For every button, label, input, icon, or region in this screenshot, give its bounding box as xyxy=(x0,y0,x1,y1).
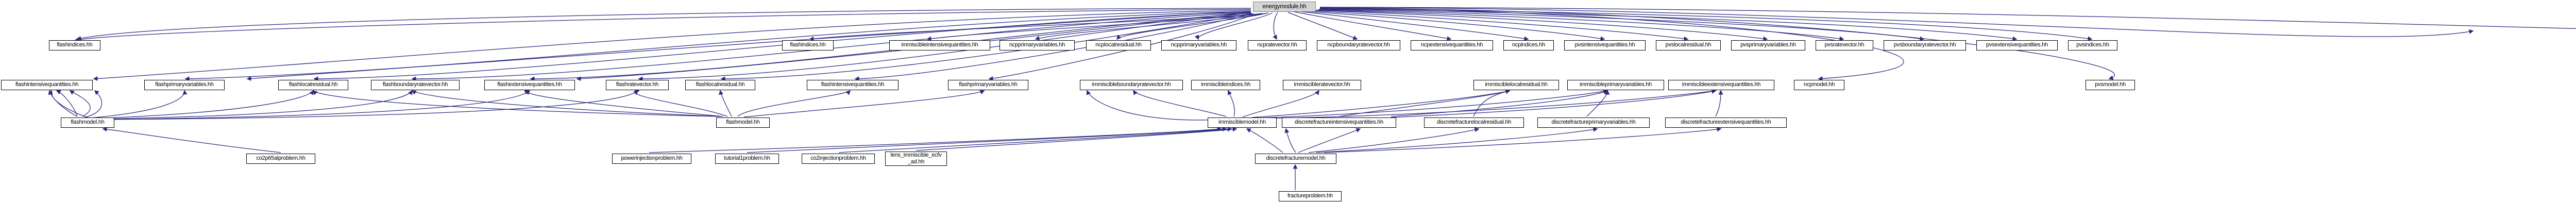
graph-node[interactable]: ncpindices.hh xyxy=(1503,40,1554,50)
graph-node[interactable]: immiscibleextensivequantities.hh xyxy=(1668,80,1774,90)
graph-node[interactable]: fractureproblem.hh xyxy=(1279,191,1342,201)
graph-node[interactable]: flashmodel.hh xyxy=(61,117,114,128)
graph-node[interactable]: immiscibleboundaryratevector.hh xyxy=(1080,80,1183,90)
graph-node[interactable]: flashlocalresidual.hh xyxy=(685,80,755,90)
graph-node[interactable]: flashindices.hh xyxy=(49,40,100,50)
graph-node[interactable]: ncpextensivequantities.hh xyxy=(1411,40,1493,50)
graph-node[interactable]: pvsextensivequantities.hh xyxy=(1976,40,2058,50)
graph-node[interactable]: discretefractureextensivequantities.hh xyxy=(1665,117,1787,128)
graph-node[interactable]: flashprimaryvariables.hh xyxy=(948,80,1028,90)
graph-node[interactable]: immisciblemodel.hh xyxy=(1208,117,1277,128)
graph-node[interactable]: immisciblelocalresidual.hh xyxy=(1473,80,1559,90)
graph-node[interactable]: flashboundaryratevector.hh xyxy=(371,80,460,90)
graph-node[interactable]: co2injectionproblem.hh xyxy=(802,154,875,164)
graph-node[interactable]: pvslocalresidual.hh xyxy=(1656,40,1721,50)
graph-node[interactable]: discretefractureprimaryvariables.hh xyxy=(1537,117,1650,128)
graph-node[interactable]: flashindices.hh xyxy=(782,40,834,50)
graph-node[interactable]: flashintensivequantities.hh xyxy=(1,80,93,90)
graph-node[interactable]: discretefractureintensivequantities.hh xyxy=(1282,117,1396,128)
graph-node[interactable]: immiscibleprimaryvariables.hh xyxy=(1567,80,1664,90)
graph-node[interactable]: immiscibleratevector.hh xyxy=(1283,80,1361,90)
graph-node[interactable]: discretefracturemodel.hh xyxy=(1255,154,1336,164)
graph-node[interactable]: flashextensivequantities.hh xyxy=(484,80,575,90)
graph-node[interactable]: ncplocalresidual.hh xyxy=(1086,40,1151,50)
graph-node[interactable]: pvsboundaryratevector.hh xyxy=(1884,40,1966,50)
graph-node[interactable]: ncpprimaryvariables.hh xyxy=(999,40,1075,50)
graph-root-node[interactable]: energymodule.hh xyxy=(1253,2,1316,12)
graph-node[interactable]: powerinjectionproblem.hh xyxy=(612,154,691,164)
graph-node[interactable]: flashmodel.hh xyxy=(716,117,770,128)
graph-node[interactable]: co2p65alproblem.hh xyxy=(246,154,315,164)
graph-node[interactable]: flashlocalresidual.hh xyxy=(278,80,348,90)
graph-node[interactable]: lens_immiscible_ecfv _ad.hh xyxy=(885,151,947,166)
graph-node[interactable]: immiscibleintensivequantities.hh xyxy=(889,40,990,50)
graph-node[interactable]: pvsratevector.hh xyxy=(1816,40,1873,50)
graph-node[interactable]: tutorial1problem.hh xyxy=(715,154,779,164)
graph-node[interactable]: ncpmodel.hh xyxy=(1794,80,1844,90)
graph-node[interactable]: flashintensivequantities.hh xyxy=(807,80,899,90)
graph-node[interactable]: flashratevector.hh xyxy=(606,80,669,90)
graph-node[interactable]: ncpprimaryvariables.hh xyxy=(1161,40,1236,50)
graph-node[interactable]: pvsintensivequantities.hh xyxy=(1564,40,1646,50)
graph-node[interactable]: pvsprimaryvariables.hh xyxy=(1731,40,1805,50)
graph-node[interactable]: immiscibleindices.hh xyxy=(1191,80,1260,90)
graph-node[interactable]: ncpboundaryratevector.hh xyxy=(1317,40,1400,50)
graph-node[interactable]: ncpratevector.hh xyxy=(1248,40,1307,50)
graph-node[interactable]: flashprimaryvariables.hh xyxy=(144,80,225,90)
graph-node[interactable]: pvsindices.hh xyxy=(2068,40,2117,50)
graph-node[interactable]: pvsmodel.hh xyxy=(2086,80,2135,90)
graph-node[interactable]: discretefracturelocalresidual.hh xyxy=(1424,117,1524,128)
